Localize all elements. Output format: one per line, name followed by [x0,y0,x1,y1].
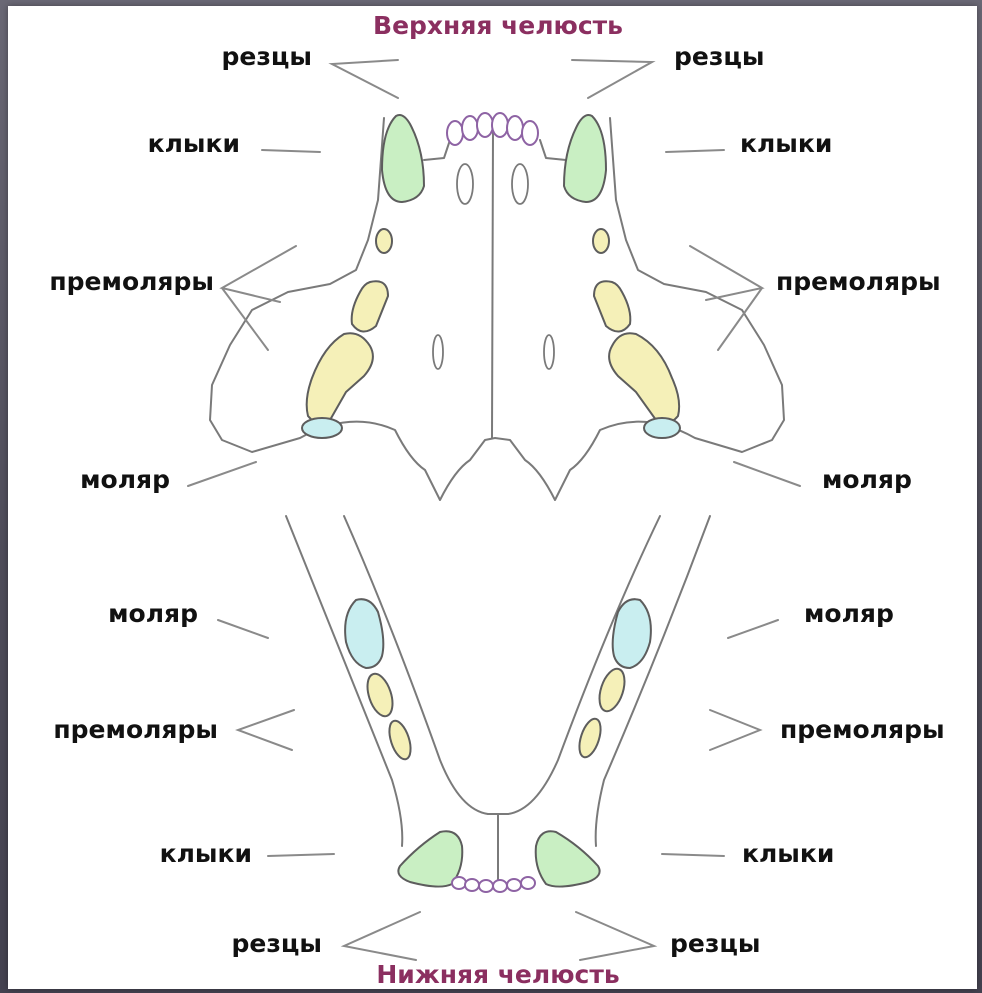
lower-incisor [507,879,521,891]
upper-premolar-3-right [609,333,679,423]
upper-premolar-1-right [593,229,609,253]
leader-upper-premolars-right [690,246,762,350]
lower-incisor [493,880,507,892]
label-lower-canines-right: клыки [742,839,834,868]
upper-premolar-1-left [376,229,392,253]
label-lower-molar-left: моляр [108,599,198,628]
label-upper-incisors-left: резцы [221,42,312,71]
lower-incisor [479,880,493,892]
label-lower-incisors-left: резцы [231,929,322,958]
leader-lower-premolars-left [238,710,294,750]
leader-lower-molar-left [218,620,268,638]
upper-incisor-bridge [424,140,566,160]
upper-foramen-right [512,164,528,204]
upper-foramen-left [457,164,473,204]
leader-lower-canines-right [662,854,724,856]
leader-upper-molar-left [188,462,256,486]
label-lower-incisors-right: резцы [670,929,761,958]
upper-jaw-title: Верхняя челюсть [373,11,623,40]
upper-jaw-outline [210,118,784,500]
leader-lower-canines-left [268,854,334,856]
label-lower-premolars-left: премоляры [53,715,218,744]
upper-incisor [477,113,493,137]
lower-jaw-title: Нижняя челюсть [376,960,619,989]
label-upper-molar-right: моляр [822,465,912,494]
label-lower-canines-left: клыки [160,839,252,868]
leader-upper-incisors-right [572,60,652,98]
label-lower-premolars-right: премоляры [780,715,945,744]
label-upper-incisors-right: резцы [674,42,765,71]
leader-upper-premolars-left [222,246,296,350]
lower-molar-right [613,599,651,668]
upper-molar-right [644,418,680,438]
leader-lines [188,60,800,960]
upper-canine-left [382,115,424,202]
upper-premolar-3-left [307,333,373,423]
upper-midline [492,130,493,438]
upper-incisor [492,113,508,137]
leader-lower-molar-right [728,620,778,638]
upper-palatine-hole-left [433,335,443,369]
upper-incisor [447,121,463,145]
lower-canine-right [536,831,600,886]
lower-canine-left [398,831,462,886]
upper-incisor [462,116,478,140]
upper-palatine-hole-right [544,335,554,369]
leader-lower-premolars-right [710,710,760,750]
upper-molar-left [302,418,342,438]
label-upper-premolars-left: премоляры [49,267,214,296]
upper-premolar-2-right [594,281,630,331]
label-upper-canines-right: клыки [740,129,832,158]
jaw-diagram: Верхняя челюсть Нижняя челюсть [8,6,977,989]
lower-incisor [521,877,535,889]
leader-lower-incisors-left [344,912,420,960]
label-upper-premolars-right: премоляры [776,267,941,296]
leader-upper-canines-right [666,150,724,152]
upper-incisor [522,121,538,145]
diagram-panel: Верхняя челюсть Нижняя челюсть [8,6,977,989]
label-upper-canines-left: клыки [148,129,240,158]
lower-incisors [452,877,535,892]
leader-lower-incisors-right [576,912,654,960]
leader-upper-incisors-left [332,60,398,98]
lower-molar-left [345,599,383,668]
lower-jaw-chin [488,814,508,880]
leader-upper-canines-left [262,150,320,152]
lower-incisor [465,879,479,891]
upper-canine-right [564,115,606,202]
leader-upper-molar-right [734,462,800,486]
upper-premolar-2-left [352,281,388,331]
upper-incisor [507,116,523,140]
label-upper-molar-left: моляр [80,465,170,494]
lower-jaw [286,516,710,892]
lower-premolar-2-right [575,716,604,760]
label-lower-molar-right: моляр [804,599,894,628]
upper-jaw [210,113,784,500]
lower-premolar-2-left [385,718,414,762]
lower-premolar-1-left [363,671,398,720]
lower-premolar-1-right [595,666,630,715]
lower-incisor [452,877,466,889]
